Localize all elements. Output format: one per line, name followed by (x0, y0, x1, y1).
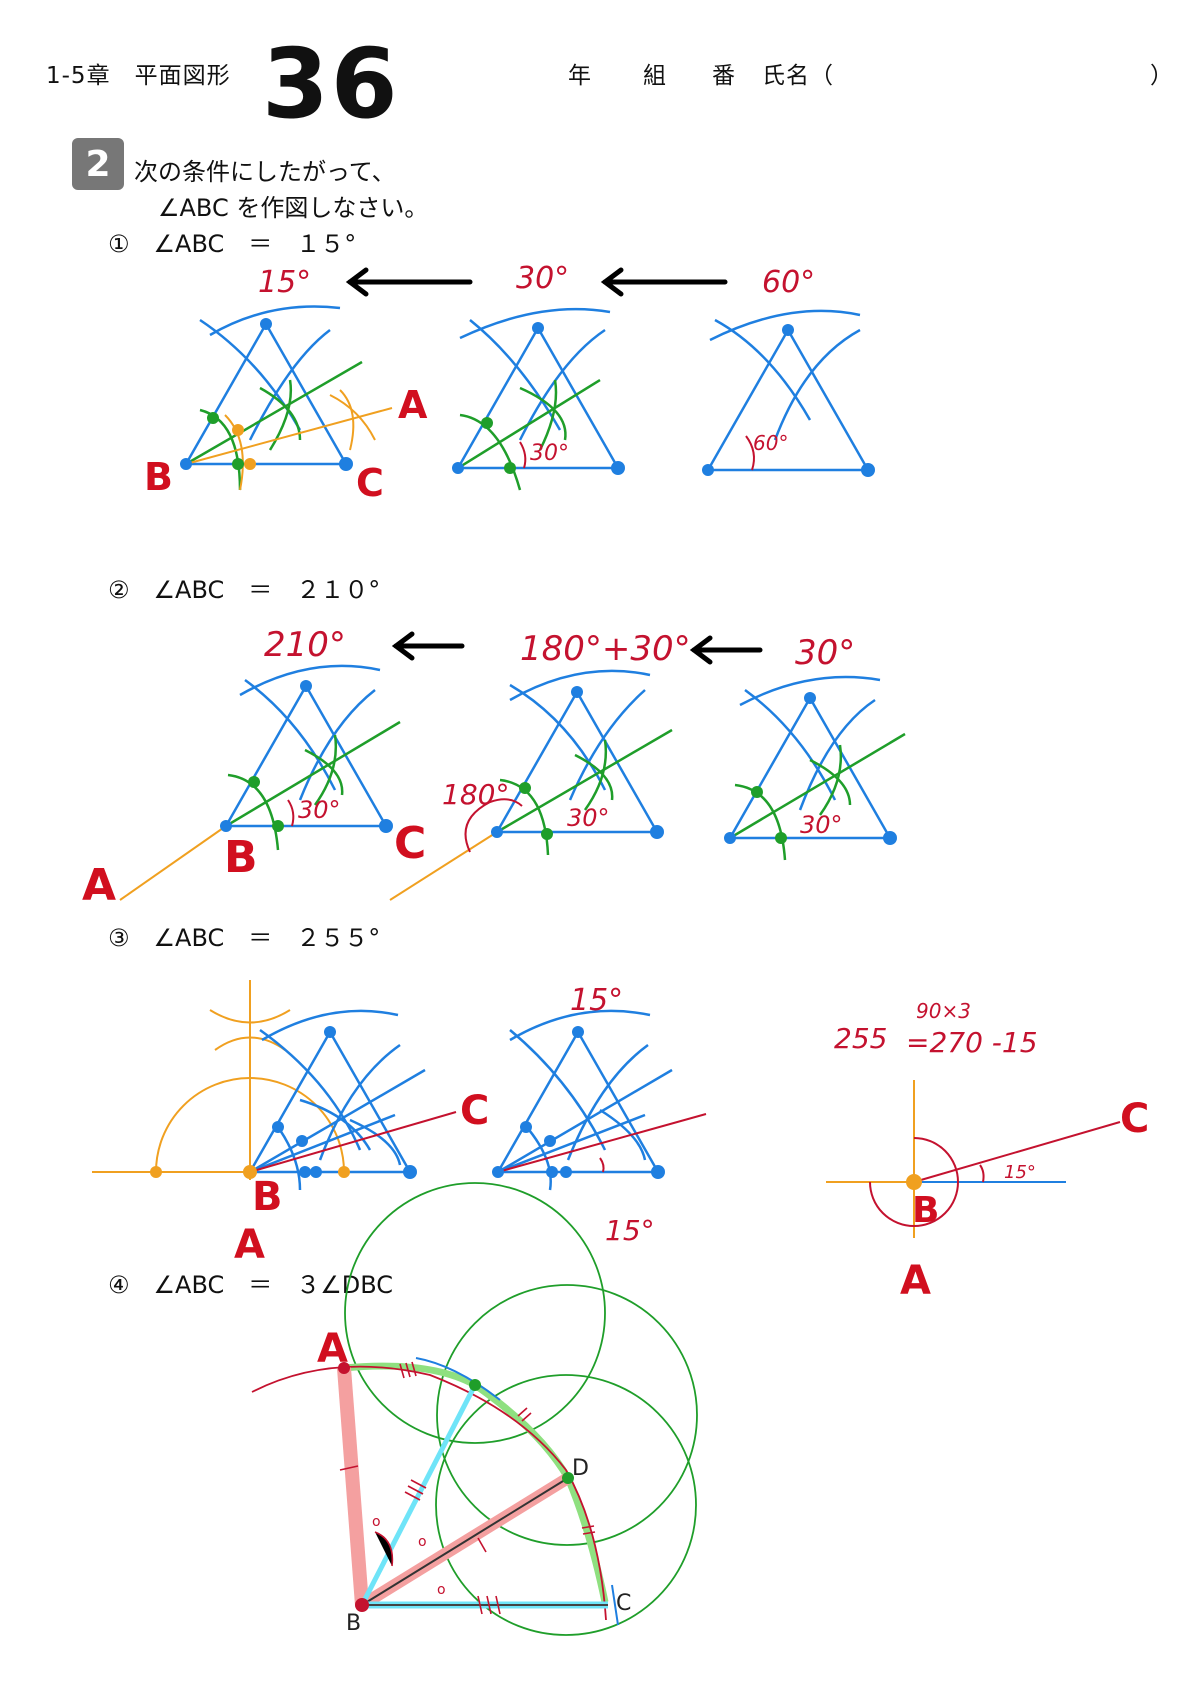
problem-3-note-90x3: 90×3 (916, 999, 971, 1023)
problem-3-point-b-left: B (252, 1174, 283, 1220)
name-field-close: ） (1150, 63, 1174, 89)
problem-1-triangle-15 (180, 305, 393, 491)
question-text-line1: 次の条件にしたがって、 (134, 158, 396, 186)
problem-4-point-d: D (572, 1456, 589, 1481)
problem-3-construction-right (826, 1080, 1121, 1238)
problem-1-note-60-angle: 60° (753, 431, 788, 455)
problem-3-note-15-bottom: 15° (605, 1214, 655, 1247)
class-label: 組 (643, 63, 667, 89)
arrow-icon (345, 267, 728, 297)
problem-2-point-b: B (224, 832, 258, 883)
problem-1-note-60: 60° (762, 265, 815, 300)
problem-2-triangle-210 (119, 664, 401, 901)
name-label: 氏名（ (762, 63, 834, 89)
problem-2-note-180-plus-30: 180°+30° (520, 629, 691, 669)
problem-4-construction: o o o (251, 1182, 698, 1636)
problem-2-note-30-mid: 30° (567, 804, 610, 832)
question-text-line2: ∠ABC を作図しなさい。 (158, 194, 429, 222)
year-label: 年 (568, 63, 592, 89)
problem-4-point-a: A (317, 1326, 348, 1372)
problem-1-point-c: C (356, 461, 384, 505)
problem-2-note-30: 30° (795, 633, 855, 673)
problem-3-label: ③ ∠ABC ＝ ２５５° (108, 924, 381, 952)
question-number-badge: 2 (72, 138, 124, 190)
problem-3-point-c-left: C (460, 1088, 489, 1134)
arrow-icon (391, 631, 763, 665)
problem-1-note-15: 15° (258, 265, 311, 300)
problem-1-point-a: A (398, 383, 428, 427)
problem-3-note-15-right: 15° (1004, 1162, 1036, 1183)
problem-2-point-c: C (394, 818, 426, 869)
problem-3-note-15-top: 15° (570, 983, 623, 1018)
problem-2-note-210: 210° (264, 625, 346, 665)
problem-3-point-c-right: C (1120, 1096, 1149, 1142)
problem-1-point-b: B (144, 455, 173, 499)
problem-1-label: ① ∠ABC ＝ １５° (108, 230, 357, 258)
chapter-title: 1-5章 平面図形 (46, 63, 231, 89)
problem-2-point-a: A (82, 860, 116, 911)
problem-1-triangle-60 (702, 309, 875, 477)
problem-2-note-30-right: 30° (800, 811, 843, 839)
problem-3-point-a-left: A (234, 1222, 265, 1268)
sheet-number: 36 (262, 28, 400, 140)
svg-text:o: o (372, 1514, 381, 1530)
problem-3-construction-left (92, 980, 457, 1191)
problem-4-point-b: B (346, 1611, 361, 1636)
problem-1-note-30: 30° (516, 261, 569, 296)
problem-2-note-180: 180° (442, 778, 509, 811)
svg-text:o: o (437, 1582, 446, 1598)
problem-2-triangle-30-right (724, 675, 906, 861)
problem-2-label: ② ∠ABC ＝ ２１０° (108, 576, 381, 604)
problem-4-point-c: C (616, 1591, 631, 1616)
problem-3-note-255: 255 (834, 1022, 887, 1055)
problem-3-note-270-minus-15: =270 -15 (906, 1026, 1038, 1059)
problem-3-point-a-right: A (900, 1258, 931, 1304)
number-label: 番 (712, 63, 736, 89)
svg-text:o: o (418, 1534, 427, 1550)
problem-2-triangle-180-plus-30 (389, 669, 673, 901)
problem-3-construction-middle (492, 1009, 707, 1191)
problem-3-point-b-right: B (912, 1190, 939, 1231)
problem-2-note-30-left: 30° (298, 796, 341, 824)
problem-1-note-30-angle: 30° (530, 441, 569, 466)
problem-1-triangle-30 (452, 307, 625, 491)
